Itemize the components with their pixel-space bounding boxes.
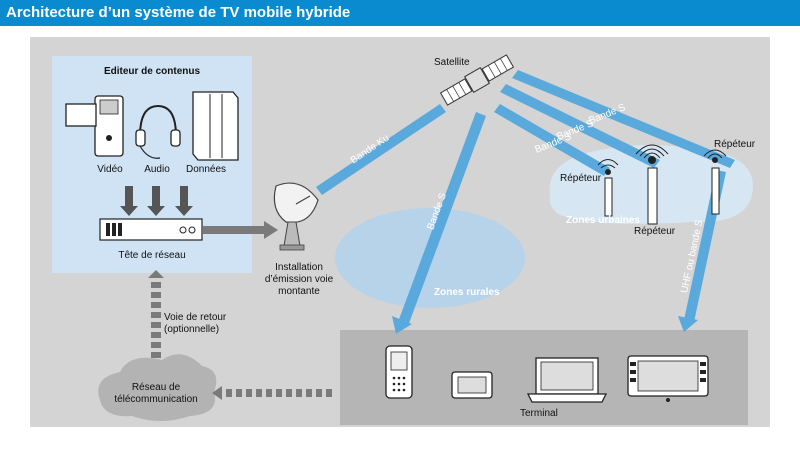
diagram-canvas: Editeur de contenus Vidéo Audio Données …: [0, 26, 800, 468]
beam-uhf-arrow: [678, 316, 698, 332]
arrow-data: [175, 186, 193, 216]
laptop-icon: [526, 357, 608, 403]
diagram-title: Architecture d’un système de TV mobile h…: [0, 0, 800, 26]
arrow-audio: [147, 186, 165, 216]
flat-tv-icon: [627, 355, 709, 402]
rural-zone-label: Zones rurales: [434, 287, 500, 298]
video-label: Vidéo: [97, 164, 123, 175]
repeater-tower-icon-3: [703, 149, 727, 215]
beam-s-rural: [398, 112, 486, 326]
return-path-label: Voie de retour (optionnelle): [164, 312, 227, 335]
beam-s-2: [500, 84, 660, 168]
arrow-to-uplink: [203, 221, 278, 239]
content-editor-heading: Editeur de contenus: [103, 66, 201, 77]
arrow-video: [120, 186, 138, 216]
repeater-label-2: Répéteur: [560, 173, 602, 184]
headset-icon: [135, 104, 181, 159]
telecom-network-label: Réseau de télécommunication: [114, 382, 198, 405]
mobile-phone-icon: [385, 345, 413, 399]
uplink-dish-icon: [273, 182, 319, 251]
beam-ku: [316, 104, 446, 195]
urban-zone-label: Zones urbaines: [566, 215, 640, 226]
return-path-horizontal: [212, 386, 332, 400]
data-label: Données: [185, 164, 227, 175]
satellite-label: Satellite: [434, 57, 470, 68]
head-end-label: Tête de réseau: [118, 250, 186, 261]
camcorder-icon: [65, 95, 124, 157]
uplink-label: Installation d’émission voie montante: [264, 262, 334, 297]
portable-tv-icon: [451, 371, 493, 399]
diagram-svg: [30, 37, 770, 427]
return-path-vertical: [148, 270, 164, 358]
repeater-label-3: Répéteur: [634, 226, 676, 237]
repeater-tower-icon-1: [597, 159, 619, 217]
beam-s-1: [512, 70, 735, 168]
beam-s-3: [494, 104, 610, 176]
satellite-icon: [439, 54, 515, 106]
data-server-icon: [192, 91, 239, 161]
beam-s-rural-arrow: [392, 316, 412, 334]
head-end-device-icon: [99, 218, 203, 241]
repeater-tower-icon-2: [635, 144, 669, 225]
repeater-label-1: Répéteur: [714, 139, 756, 150]
telecom-network-cloud: [98, 354, 217, 421]
terminal-label: Terminal: [520, 408, 558, 419]
audio-label: Audio: [144, 164, 170, 175]
